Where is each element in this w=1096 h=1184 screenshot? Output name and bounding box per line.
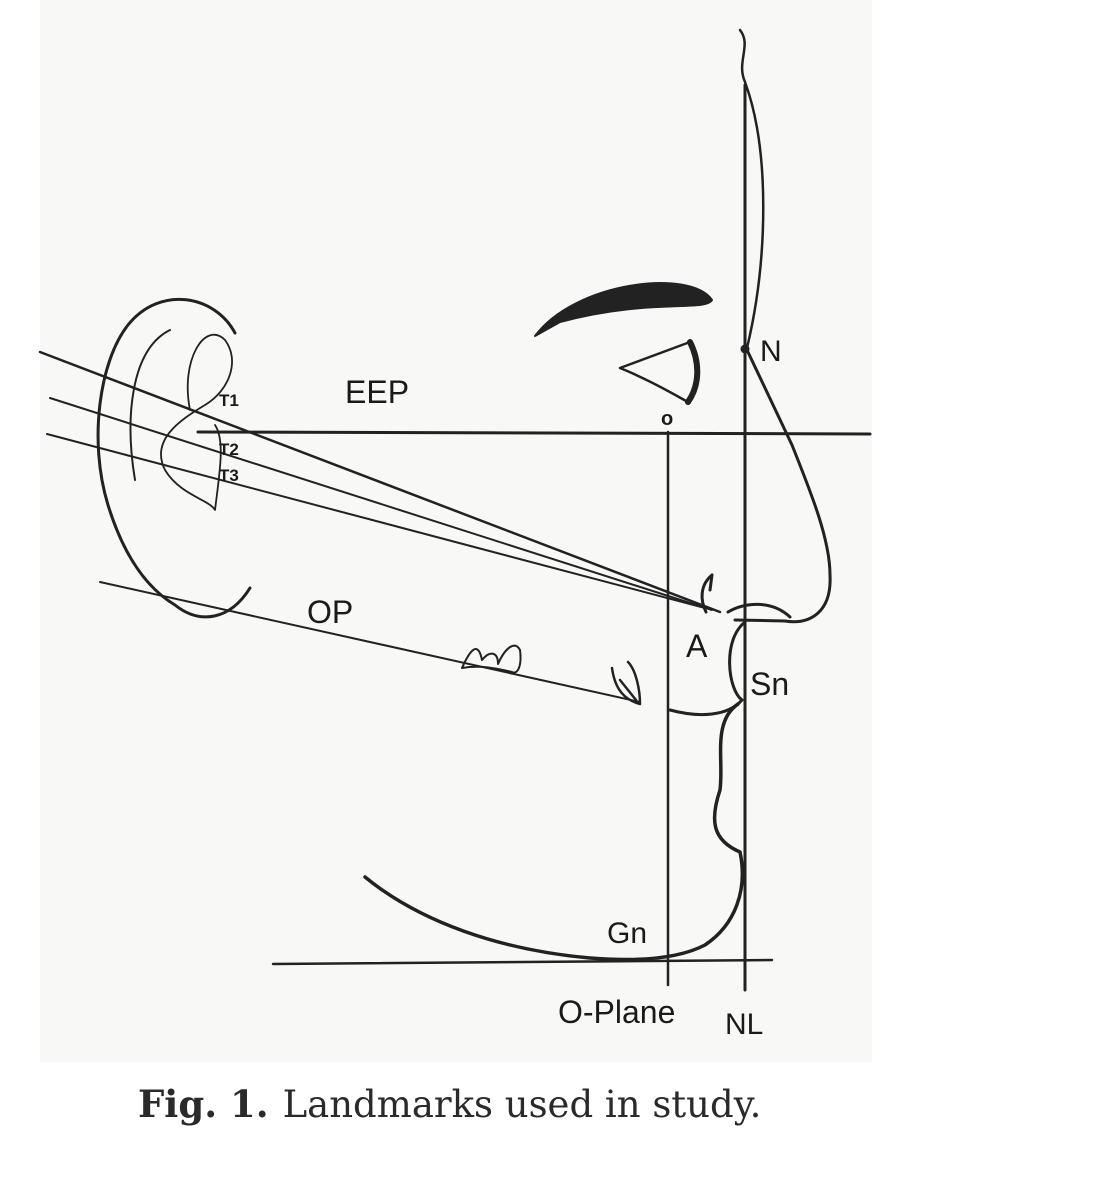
label-o: o [661, 408, 673, 430]
caption-number: Fig. 1. [138, 1082, 269, 1126]
label-op: OP [307, 594, 353, 630]
eye-iris [685, 339, 701, 405]
figure-background [40, 0, 872, 1062]
nostril-mark [708, 573, 714, 592]
upper-lip [668, 620, 747, 717]
label-gn: Gn [607, 917, 647, 950]
t2-ray [49, 397, 713, 611]
ear-outer [96, 297, 252, 619]
ear-inner [160, 333, 233, 511]
t1-ray [38, 350, 722, 614]
label-t1: T1 [219, 391, 239, 410]
label-nl: NL [725, 1008, 763, 1041]
label-t2: T2 [219, 440, 239, 459]
label-o-plane: O-Plane [558, 994, 675, 1030]
label-n: N [760, 335, 782, 368]
nose-contour [733, 348, 832, 624]
figure-caption: Fig. 1. Landmarks used in study. [138, 1082, 761, 1126]
incisor-sketch [610, 660, 642, 706]
ear-helix [129, 329, 171, 481]
eep-line [196, 430, 872, 436]
molar-sketch [461, 644, 522, 674]
caption-text: Landmarks used in study. [282, 1083, 762, 1126]
t3-ray [46, 433, 706, 609]
label-a: A [686, 628, 708, 664]
forehead-contour [738, 28, 765, 350]
label-t3: T3 [219, 466, 239, 485]
n-point [740, 344, 750, 354]
gnathion-horizontal-line [271, 958, 774, 966]
label-eep: EEP [345, 374, 409, 410]
eye-lids [618, 340, 692, 404]
op-line [99, 581, 641, 703]
eyebrow [534, 282, 713, 337]
label-sn: Sn [750, 666, 789, 702]
columella [726, 602, 792, 619]
landmarks-diagram: T1 T2 T3 EEP o N OP A Sn Gn O-Plane NL [38, 0, 872, 1062]
lower-lip-chin-jaw [363, 702, 745, 962]
